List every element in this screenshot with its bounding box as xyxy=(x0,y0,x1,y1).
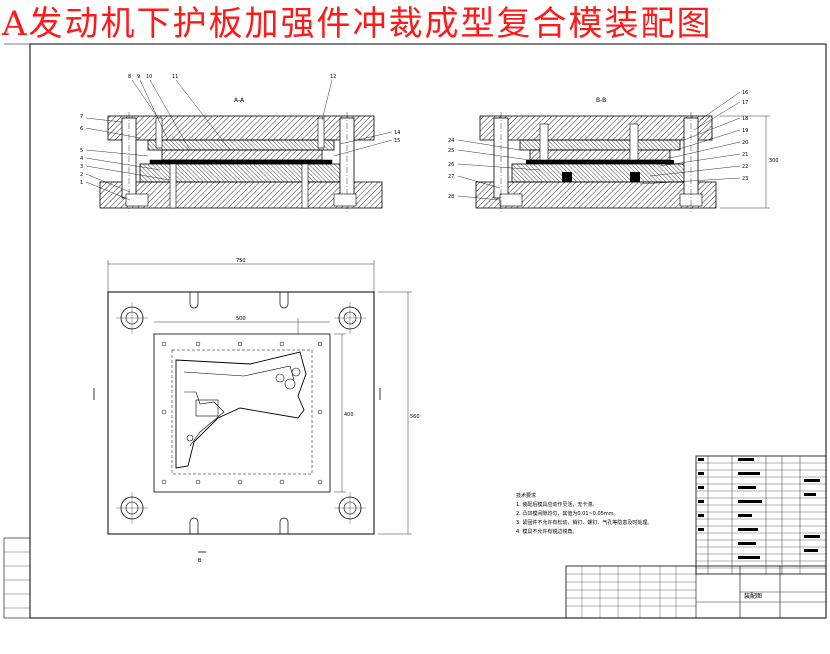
front-section-label: A-A xyxy=(234,97,245,104)
dimension-plan-height: 560 xyxy=(410,414,420,420)
title-block-label: 装配图 xyxy=(744,592,762,600)
plan-view: 750 500 400 xyxy=(93,258,420,564)
title-block xyxy=(565,565,827,619)
parts-list-table xyxy=(695,455,827,575)
part-number: 7 xyxy=(80,114,83,120)
dimension-inner-height: 400 xyxy=(344,412,354,418)
part-number: 9 xyxy=(137,74,140,80)
dimension-plan-width: 750 xyxy=(236,258,246,264)
part-number: 14 xyxy=(394,130,400,136)
part-number: 25 xyxy=(448,148,454,154)
part-number: 12 xyxy=(330,74,336,80)
part-number: 4 xyxy=(80,156,83,162)
part-number: 8 xyxy=(128,74,131,80)
note-item: 4. 模具不允许有锐边锐角。 xyxy=(516,529,578,535)
technical-notes: 技术要求 1. 装配后模具应动作灵活，无卡滞。 2. 凸凹模间隙均匀，其值为0.… xyxy=(516,492,652,537)
part-number: 26 xyxy=(448,162,454,168)
part-number: 16 xyxy=(742,90,748,96)
part-number: 21 xyxy=(742,152,748,158)
note-item: 3. 紧固件不允许有松动，销钉、螺钉、气孔等隐患及时处理。 xyxy=(516,520,653,526)
part-number: 15 xyxy=(394,138,400,144)
part-number: 1 xyxy=(80,180,83,186)
parts-list-rows xyxy=(696,462,826,569)
part-number: 11 xyxy=(172,74,178,80)
part-number: 10 xyxy=(146,74,152,80)
part-number: 18 xyxy=(742,116,748,122)
part-number: 24 xyxy=(448,138,454,144)
parts-list-scribble xyxy=(698,458,820,559)
plan-view-label: B xyxy=(198,558,202,564)
part-number: 2 xyxy=(80,172,83,178)
front-section-view: A-A xyxy=(80,74,400,212)
notes-heading: 技术要求 xyxy=(516,493,537,499)
dimension-side-height: 300 xyxy=(769,158,779,164)
side-section-label: B-B xyxy=(596,97,606,104)
note-item: 2. 凸凹模间隙均匀，其值为0.01~0.05mm。 xyxy=(516,511,619,517)
part-number: 5 xyxy=(80,148,83,154)
part-number: 17 xyxy=(742,100,748,106)
note-item: 1. 装配后模具应动作灵活，无卡滞。 xyxy=(516,502,598,508)
side-section-view: B-B 300 16 17 18 19 20 21 xyxy=(448,90,779,212)
part-number: 28 xyxy=(448,194,454,200)
left-signature-block xyxy=(3,537,31,619)
part-number: 23 xyxy=(742,176,748,182)
part-number: 27 xyxy=(448,174,454,180)
part-number: 3 xyxy=(80,164,83,170)
part-number: 19 xyxy=(742,128,748,134)
part-number: 6 xyxy=(80,126,83,132)
part-number: 20 xyxy=(742,140,748,146)
drawing-frame xyxy=(29,43,827,619)
dimension-inner-width: 500 xyxy=(236,316,246,322)
part-number: 22 xyxy=(742,164,748,170)
drawing-title: A发动机下护板加强件冲裁成型复合模装配图 xyxy=(2,4,713,44)
